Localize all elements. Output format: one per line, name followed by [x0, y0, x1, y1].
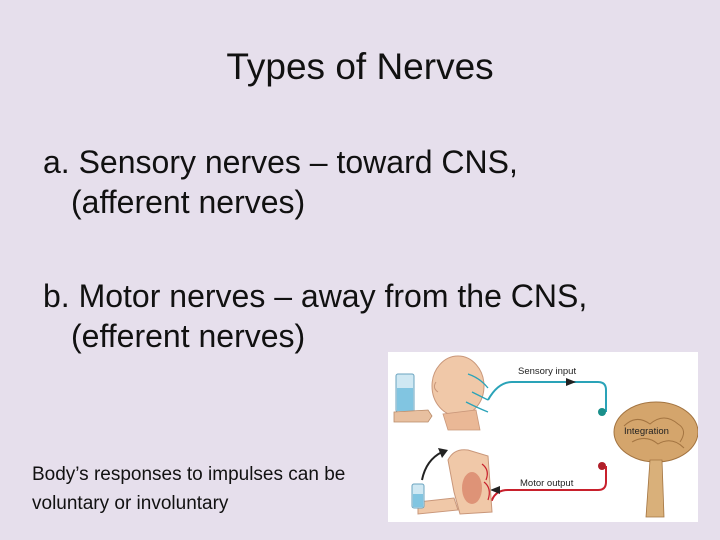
arm-icon — [417, 449, 493, 515]
bullet-motor-line1: b. Motor nerves – away from the CNS, — [43, 278, 588, 314]
slide-title: Types of Nerves — [226, 46, 494, 87]
brain-icon — [613, 401, 698, 518]
movement-arrowhead-icon — [438, 448, 448, 458]
motor-output-label: Motor output — [520, 478, 574, 489]
hand-icon — [393, 409, 433, 423]
diagram-svg: Sensory input Integration Motor output — [393, 355, 698, 518]
head-icon — [431, 355, 489, 431]
water-glass-icon — [395, 373, 415, 413]
bullet-motor-nerves: b. Motor nerves – away from the CNS, (ef… — [43, 276, 587, 356]
caption-text: Body’s responses to impulses can be volu… — [32, 464, 346, 514]
motor-pathway — [483, 466, 607, 503]
sensory-synapse-dot — [598, 408, 606, 416]
bullet-sensory-line2: (afferent nerves) — [71, 184, 306, 220]
motor-synapse-dot — [598, 462, 606, 470]
bullet-sensory-nerves: a. Sensory nerves – toward CNS, (afferen… — [43, 142, 518, 222]
bullet-sensory-line1: a. Sensory nerves – toward CNS, — [43, 144, 518, 180]
bullet-motor-line2: (efferent nerves) — [71, 318, 306, 354]
sensory-input-label: Sensory input — [518, 366, 576, 377]
nervous-system-diagram: Sensory input Integration Motor output — [388, 352, 698, 522]
sensory-pathway — [487, 381, 607, 412]
motor-arrow-icon — [490, 486, 500, 494]
movement-arrow-icon — [421, 451, 443, 481]
small-glass-icon — [411, 483, 425, 509]
integration-label: Integration — [624, 426, 669, 437]
sensory-arrow-icon — [566, 378, 576, 386]
